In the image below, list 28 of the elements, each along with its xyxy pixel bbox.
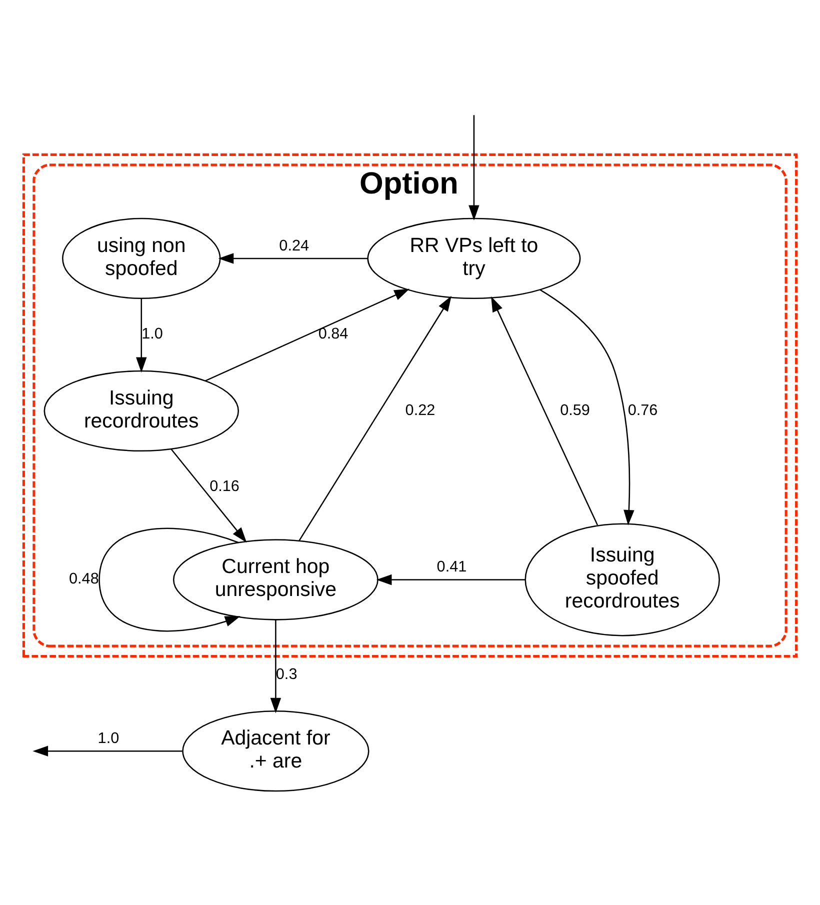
- arrow: [218, 253, 368, 264]
- edge-label: 0.41: [436, 558, 467, 576]
- arrow: [468, 115, 480, 221]
- node-ellipse: Current hop unresponsive: [172, 539, 378, 620]
- edge-label: 0.22: [405, 402, 436, 419]
- arrow: [170, 448, 247, 543]
- node-ellipse: using non spoofed: [62, 218, 221, 300]
- arrow: [204, 288, 410, 382]
- edge-label: 1.0: [98, 730, 120, 747]
- edge-label: 0.16: [210, 478, 240, 496]
- edge-label: 0.24: [279, 237, 310, 254]
- arrow: [136, 298, 147, 373]
- arrow: [270, 620, 282, 714]
- node-ellipse: Issuing recordroutes: [44, 370, 239, 452]
- edge-label: 0.84: [318, 326, 348, 343]
- edge-label: 0.48: [69, 570, 99, 588]
- arrow: [32, 746, 182, 756]
- arrow: [376, 574, 526, 586]
- edge-label: 0.3: [276, 666, 298, 683]
- edge-label: 0.59: [560, 402, 590, 419]
- edge-label: 0.76: [628, 402, 658, 419]
- node-ellipse: Issuing spoofed recordroutes: [524, 523, 720, 636]
- arrow: [540, 289, 634, 526]
- arrow: [98, 528, 240, 632]
- arrow: [491, 296, 598, 526]
- arrow: [298, 296, 452, 542]
- node-ellipse: Adjacent for .+ are: [182, 710, 370, 792]
- edge-label: 1.0: [142, 326, 163, 343]
